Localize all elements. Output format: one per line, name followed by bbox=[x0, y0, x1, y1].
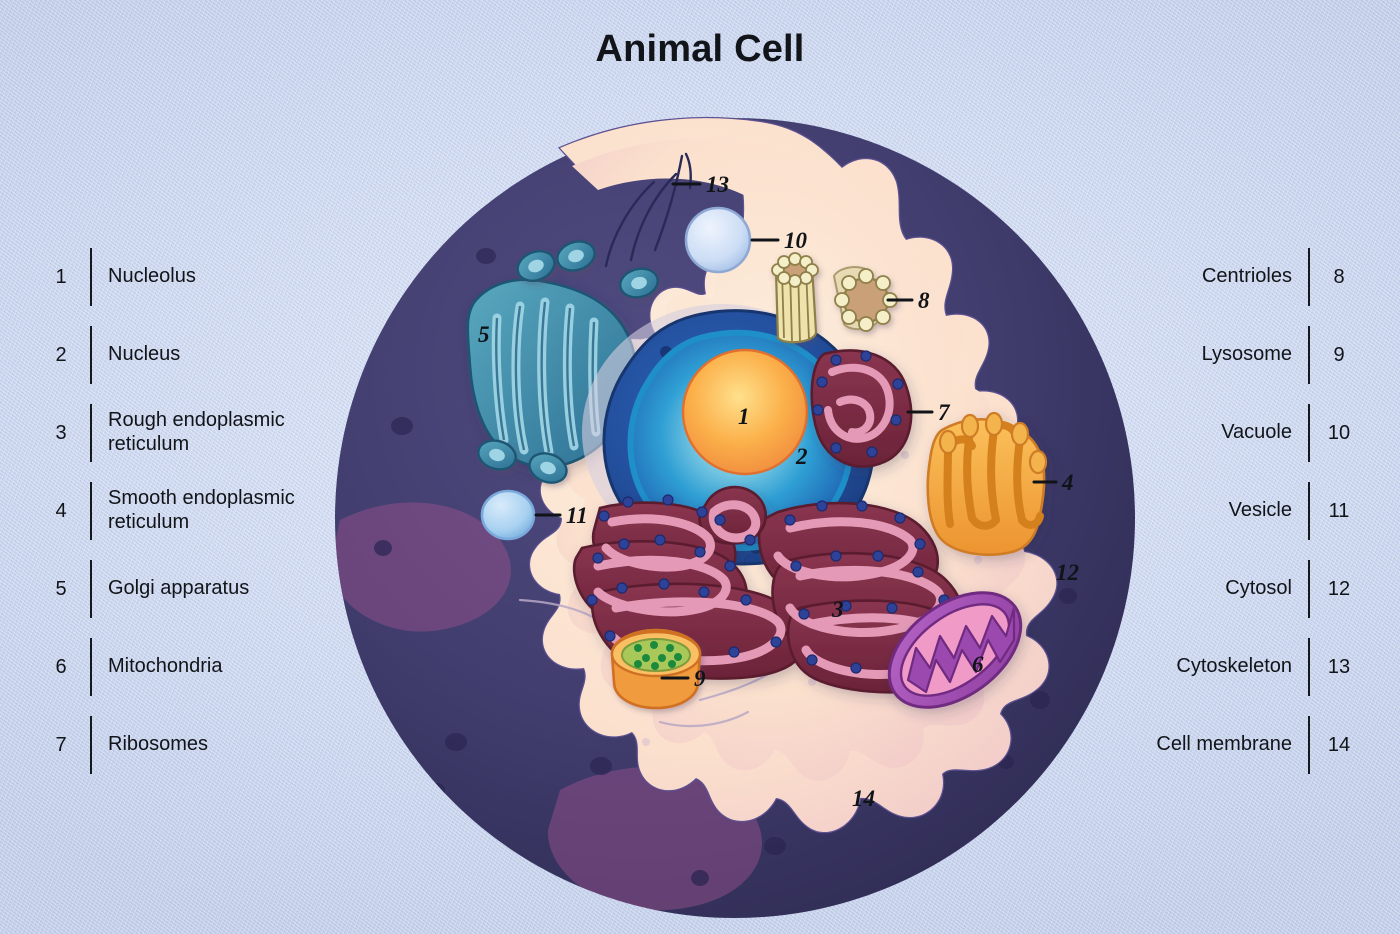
legend-number: 1 bbox=[55, 265, 67, 288]
legend-label: Cytosol bbox=[1225, 577, 1292, 600]
rough-er-lobe-ribosomes bbox=[810, 349, 913, 468]
legend-number: 3 bbox=[55, 421, 67, 444]
diagram-label-nucleus: 2 bbox=[795, 444, 808, 469]
diagram-label-smooth-er: 4 bbox=[1061, 470, 1074, 495]
diagram-label-centrioles: 8 bbox=[918, 288, 930, 313]
legend-divider bbox=[1308, 716, 1310, 774]
legend-item-lysosome[interactable]: Lysosome 9 bbox=[1052, 316, 1352, 394]
legend-number: 6 bbox=[55, 655, 67, 678]
legend-label: Vacuole bbox=[1221, 421, 1292, 444]
legend-label: Rough endoplasmic reticulum bbox=[108, 409, 285, 455]
legend-divider bbox=[90, 326, 92, 384]
legend-number: 12 bbox=[1327, 577, 1351, 600]
legend-label: Cytoskeleton bbox=[1176, 655, 1292, 678]
legend-divider bbox=[1308, 482, 1310, 540]
legend-divider bbox=[90, 716, 92, 774]
diagram-label-nucleolus: 1 bbox=[738, 404, 750, 429]
legend-divider bbox=[90, 560, 92, 618]
legend-label: Ribosomes bbox=[108, 733, 209, 756]
legend-divider bbox=[1308, 560, 1310, 618]
legend-item-cytosol[interactable]: Cytosol 12 bbox=[1052, 550, 1352, 628]
legend-item-smooth-endoplasmic-reticulum[interactable]: 4 Smooth endoplasmic reticulum bbox=[48, 472, 348, 550]
legend-number: 13 bbox=[1327, 655, 1351, 678]
legend-divider bbox=[90, 248, 92, 306]
nucleolus bbox=[681, 348, 809, 476]
diagram-label-mitochondria: 6 bbox=[972, 652, 984, 677]
golgi-vesicles bbox=[477, 240, 659, 484]
legend-number: 5 bbox=[55, 577, 67, 600]
legend-number: 9 bbox=[1333, 343, 1345, 366]
legend-number: 4 bbox=[55, 499, 67, 522]
legend-number: 14 bbox=[1327, 733, 1351, 756]
diagram-label-cytoskeleton: 13 bbox=[706, 172, 729, 197]
legend-number: 7 bbox=[55, 733, 67, 756]
mitochondria bbox=[887, 591, 1023, 709]
legend-item-centrioles[interactable]: Centrioles 8 bbox=[1052, 238, 1352, 316]
vacuole bbox=[684, 206, 752, 274]
legend-divider bbox=[90, 482, 92, 540]
legend-item-mitochondria[interactable]: 6 Mitochondria bbox=[48, 628, 348, 706]
diagram-label-golgi: 5 bbox=[478, 322, 490, 347]
legend-left: 1 Nucleolus 2 Nucleus 3 Rough endoplasmi… bbox=[48, 238, 348, 784]
legend-label: Centrioles bbox=[1201, 265, 1292, 288]
diagram-label-cell-membrane: 14 bbox=[852, 786, 875, 811]
legend-number: 10 bbox=[1327, 421, 1351, 444]
legend-item-nucleus[interactable]: 2 Nucleus bbox=[48, 316, 348, 394]
legend-item-rough-endoplasmic-reticulum[interactable]: 3 Rough endoplasmic reticulum bbox=[48, 394, 348, 472]
legend-divider bbox=[1308, 404, 1310, 462]
diagram-label-cytosol: 12 bbox=[1056, 560, 1079, 585]
smooth-endoplasmic-reticulum bbox=[926, 411, 1048, 556]
legend-item-cell-membrane[interactable]: Cell membrane 14 bbox=[1052, 706, 1352, 784]
legend-item-vacuole[interactable]: Vacuole 10 bbox=[1052, 394, 1352, 472]
legend-divider bbox=[90, 404, 92, 462]
legend-divider bbox=[1308, 248, 1310, 306]
legend-label: Vesicle bbox=[1228, 499, 1292, 522]
legend-number: 2 bbox=[55, 343, 67, 366]
legend-item-ribosomes[interactable]: 7 Ribosomes bbox=[48, 706, 348, 784]
legend-label: Golgi apparatus bbox=[108, 577, 250, 600]
legend-right: Centrioles 8 Lysosome 9 Vacuole 10 Vesic… bbox=[1052, 238, 1352, 784]
legend-divider bbox=[90, 638, 92, 696]
diagram-label-vesicle: 11 bbox=[566, 503, 588, 528]
legend-divider bbox=[1308, 638, 1310, 696]
vesicle bbox=[480, 489, 536, 541]
legend-label: Nucleolus bbox=[108, 265, 196, 288]
legend-item-vesicle[interactable]: Vesicle 11 bbox=[1052, 472, 1352, 550]
legend-item-golgi-apparatus[interactable]: 5 Golgi apparatus bbox=[48, 550, 348, 628]
legend-item-nucleolus[interactable]: 1 Nucleolus bbox=[48, 238, 348, 316]
legend-label: Cell membrane bbox=[1156, 733, 1292, 756]
legend-label: Nucleus bbox=[108, 343, 181, 366]
legend-label: Mitochondria bbox=[108, 655, 223, 678]
diagram-label-rough-er: 3 bbox=[831, 597, 844, 622]
legend-item-cytoskeleton[interactable]: Cytoskeleton 13 bbox=[1052, 628, 1352, 706]
diagram-callouts: 13 10 8 5 1 2 7 4 11 12 3 6 9 14 bbox=[478, 172, 1079, 811]
legend-number: 8 bbox=[1333, 265, 1345, 288]
diagram-label-ribosomes: 7 bbox=[938, 400, 951, 425]
legend-label: Smooth endoplasmic reticulum bbox=[108, 487, 295, 533]
legend-label: Lysosome bbox=[1201, 343, 1292, 366]
diagram-label-vacuole: 10 bbox=[784, 228, 808, 253]
legend-divider bbox=[1308, 326, 1310, 384]
lysosome bbox=[610, 628, 702, 710]
legend-number: 11 bbox=[1328, 499, 1350, 522]
page-title: Animal Cell bbox=[595, 28, 805, 70]
diagram-label-lysosome: 9 bbox=[694, 666, 706, 691]
